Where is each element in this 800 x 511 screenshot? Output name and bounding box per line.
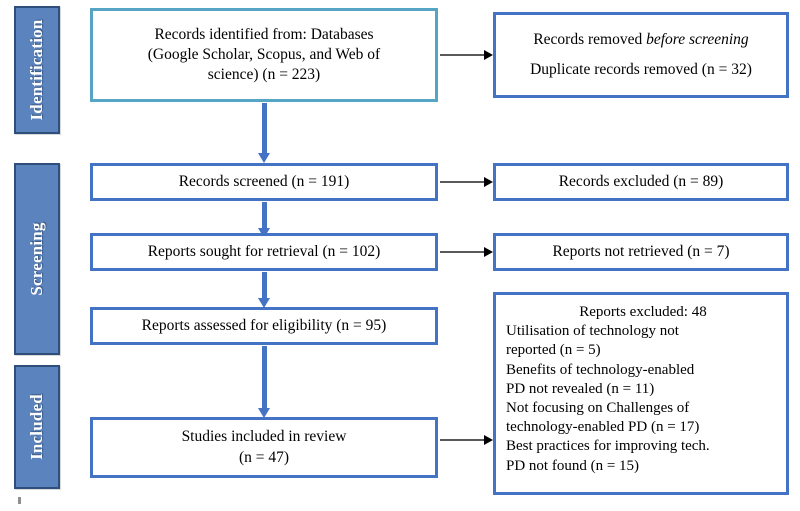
studies-included-line2: (n = 47): [238, 448, 290, 466]
records-excluded-text: Records excluded (n = 89): [558, 172, 724, 190]
records-removed-line1-prefix: Records removed: [533, 31, 647, 49]
reports-excluded-reason-1-line2: reported (n = 5): [506, 342, 601, 359]
arrow-identified-to-screened: [258, 103, 271, 163]
reports-excluded-reason-4-line2: PD not found (n = 15): [506, 457, 640, 474]
stage-bar-included: Included: [14, 365, 60, 489]
records-removed-line1-italic: before screening: [646, 31, 749, 49]
reports-excluded-reason-3-line1: Not focusing on Challenges of: [506, 399, 690, 416]
records-identified-line3: science) (n = 223): [207, 66, 321, 84]
box-records-identified: Records identified from: Databases (Goog…: [90, 8, 438, 102]
records-identified-line1: Records identified from: Databases: [154, 25, 374, 43]
stage-bar-identification: Identification: [14, 6, 60, 134]
stage-bar-screening: Screening: [14, 163, 60, 355]
reports-sought-text: Reports sought for retrieval (n = 102): [147, 242, 381, 260]
reports-excluded-reason-4-line1: Best practices for improving tech.: [506, 438, 710, 455]
box-studies-included: Studies included in review (n = 47): [90, 417, 438, 478]
studies-included-line1: Studies included in review: [181, 428, 347, 446]
reports-excluded-reason-2-line1: Benefits of technology-enabled: [506, 361, 695, 378]
stage-label-screening: Screening: [27, 222, 46, 296]
box-reports-not-retrieved: Reports not retrieved (n = 7): [493, 233, 789, 271]
page-artifact-mark: [18, 497, 21, 504]
records-identified-line2: (Google Scholar, Scopus, and Web of: [147, 45, 381, 63]
reports-excluded-reason-1-line1: Utilisation of technology not: [506, 323, 679, 340]
arrow-included-to-reports-excluded: [440, 435, 493, 446]
reports-assessed-text: Reports assessed for eligibility (n = 95…: [141, 316, 387, 334]
box-reports-assessed: Reports assessed for eligibility (n = 95…: [90, 307, 438, 345]
arrow-screened-to-excluded: [440, 177, 493, 188]
records-removed-line2: Duplicate records removed (n = 32): [530, 60, 752, 78]
arrow-sought-to-assessed: [258, 272, 271, 308]
box-records-excluded: Records excluded (n = 89): [493, 163, 789, 201]
arrow-identified-to-removed: [440, 50, 493, 61]
stage-label-identification: Identification: [27, 19, 46, 121]
reports-excluded-reason-2-line2: PD not revealed (n = 11): [506, 380, 655, 397]
records-removed-spacer: [502, 51, 780, 60]
reports-not-retrieved-text: Reports not retrieved (n = 7): [552, 242, 730, 260]
reports-excluded-reason-3-line2: technology-enabled PD (n = 17): [506, 419, 700, 436]
records-screened-text: Records screened (n = 191): [178, 172, 350, 190]
arrow-sought-to-not-retrieved: [440, 247, 493, 258]
box-reports-excluded: Reports excluded: 48 Utilisation of tech…: [493, 292, 789, 495]
stage-label-included: Included: [27, 394, 46, 460]
arrow-assessed-to-included: [258, 346, 271, 418]
records-removed-line1: Records removed before screening: [502, 30, 780, 50]
reports-excluded-heading: Reports excluded: 48: [579, 304, 707, 320]
box-reports-sought: Reports sought for retrieval (n = 102): [90, 233, 438, 271]
box-records-screened: Records screened (n = 191): [90, 163, 438, 201]
box-records-removed: Records removed before screening Duplica…: [493, 12, 789, 98]
